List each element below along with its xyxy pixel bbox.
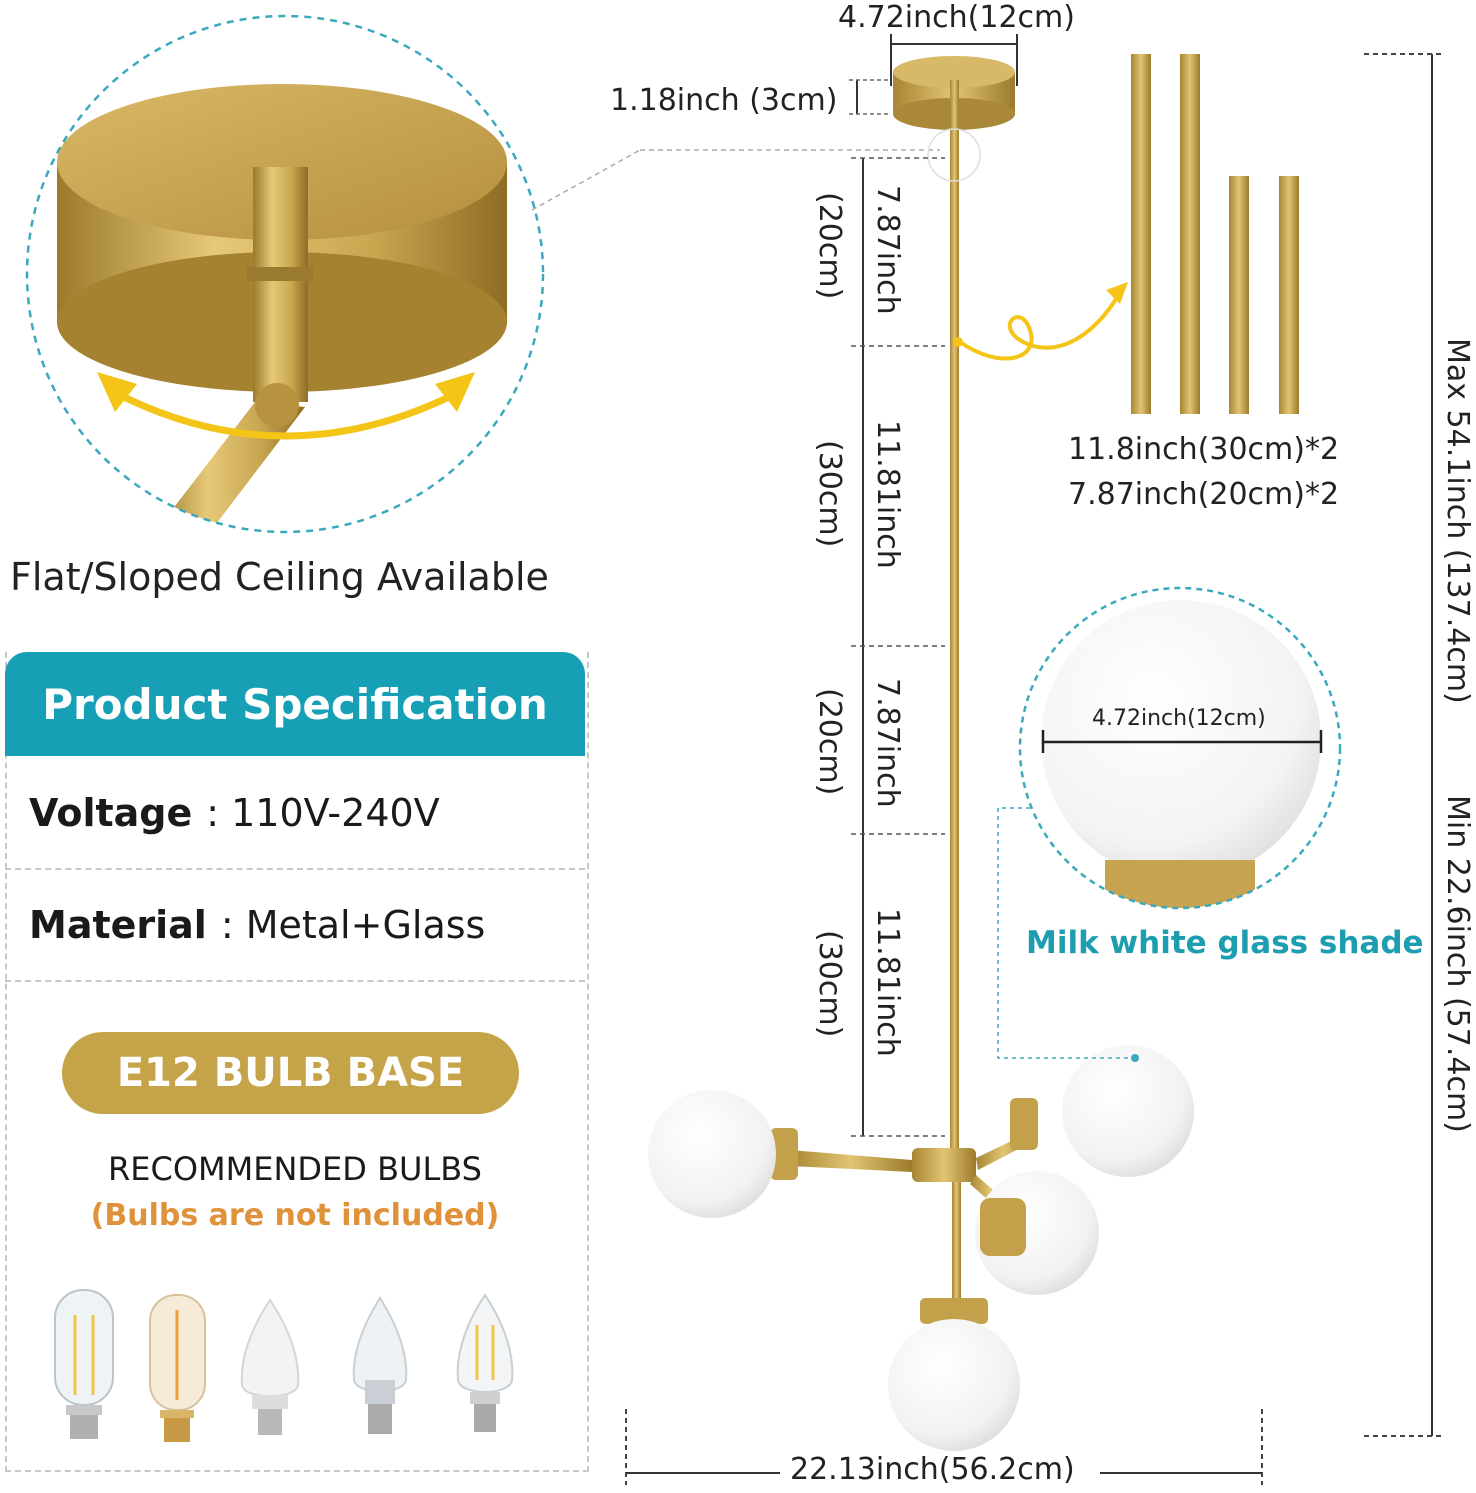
rods-included-short: 7.87inch(20cm)*2: [1068, 477, 1340, 512]
glass-shade-detail: [1018, 586, 1342, 910]
chandelier-illustration: [648, 56, 1194, 1451]
spec-label: Voltage: [29, 791, 193, 835]
overall-width-label: 22.13inch(56.2cm): [790, 1452, 1075, 1487]
bulbs-not-included-note: (Bulbs are not included): [90, 1198, 500, 1233]
rod-segment-1-cm: (20cm): [812, 192, 847, 300]
canopy-height-dimension-line: [849, 79, 891, 115]
canopy-width-dimension-line: [890, 34, 1018, 86]
overall-width-dimension-line: [625, 1409, 1263, 1485]
canopy-width-label: 4.72inch(12cm): [838, 0, 1075, 35]
spare-rods-illustration: [1131, 54, 1299, 414]
amber-tubular-bulb-icon: [149, 1294, 206, 1442]
clear-candle-bulb-icon: [352, 1296, 408, 1434]
rod-segment-2-inch: 11.81inch: [870, 420, 905, 569]
overall-height-dimension-line: [1364, 53, 1444, 1437]
rod-segment-3-cm: (20cm): [812, 688, 847, 796]
frosted-candle-bulb-icon: [240, 1298, 300, 1435]
spec-value: : Metal+Glass: [220, 903, 486, 947]
spec-panel: [5, 652, 589, 1472]
spec-row-voltage: Voltage : 110V-240V: [5, 758, 585, 870]
ceiling-detail-illustration: [25, 14, 545, 534]
filament-candle-bulb-icon: [456, 1293, 514, 1432]
shade-diameter-label: 4.72inch(12cm): [1092, 706, 1266, 731]
recommended-bulbs-illustration: [54, 1289, 514, 1442]
spec-row-material: Material : Metal+Glass: [5, 870, 585, 982]
max-height-label: Max 54.1inch (137.4cm): [1440, 338, 1475, 704]
ceiling-caption: Flat/Sloped Ceiling Available: [10, 555, 549, 599]
spec-title: Product Specification: [5, 652, 585, 756]
rod-segment-4-inch: 11.81inch: [870, 908, 905, 1057]
tubular-led-bulb-icon: [54, 1289, 114, 1439]
bulb-base-badge: E12 BULB BASE: [62, 1032, 519, 1114]
rod-segments-dimension-line: [851, 157, 945, 1137]
spec-value: : 110V-240V: [206, 791, 440, 835]
recommended-bulbs-heading: RECOMMENDED BULBS: [108, 1150, 482, 1188]
shade-caption: Milk white glass shade: [1026, 925, 1424, 961]
detail-leader-line: [531, 149, 940, 211]
rod-segment-1-inch: 7.87inch: [870, 185, 905, 315]
rod-segment-3-inch: 7.87inch: [870, 678, 905, 808]
rods-included-long: 11.8inch(30cm)*2: [1068, 432, 1340, 467]
min-height-label: Min 22.6inch (57.4cm): [1440, 795, 1475, 1133]
spec-label: Material: [29, 903, 207, 947]
rod-segment-4-cm: (30cm): [812, 930, 847, 1038]
canopy-height-label: 1.18inch (3cm): [610, 83, 838, 118]
rod-segment-2-cm: (30cm): [812, 440, 847, 548]
